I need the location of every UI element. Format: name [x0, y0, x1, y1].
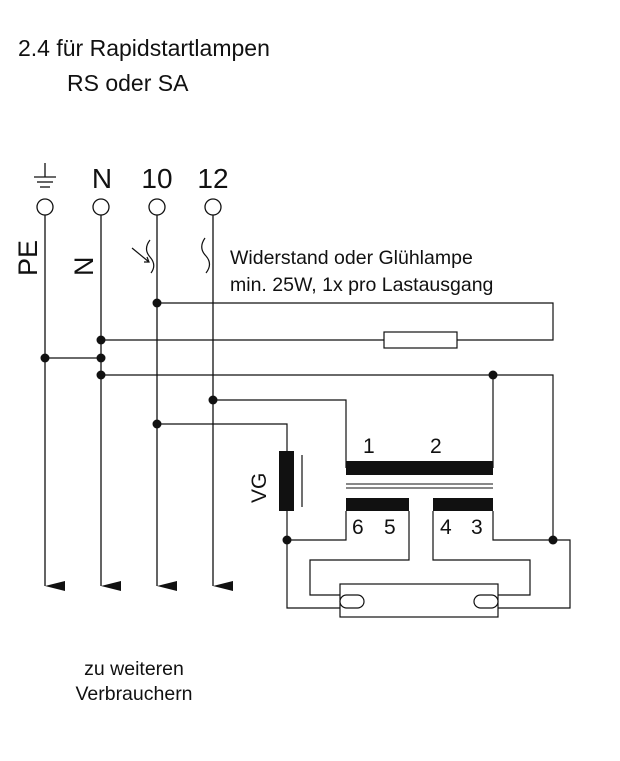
ac-tilde-icon [201, 237, 211, 274]
pin-2-label: 2 [430, 435, 442, 458]
n-supply-wire [101, 374, 554, 540]
junction-dot [152, 298, 162, 308]
vg-out-wire [286, 510, 340, 609]
dimmer-switch-icon [131, 239, 155, 274]
vg-label: VG [248, 473, 271, 503]
footer-line2: Verbrauchern [75, 683, 192, 705]
junction-dot [152, 419, 162, 429]
junction-dot [96, 335, 106, 345]
terminal-n-connector [92, 198, 110, 216]
junction-dot [96, 353, 106, 363]
resistor [383, 331, 458, 349]
earth-icon [34, 163, 56, 188]
terminal-10-label: 10 [141, 163, 172, 194]
terminal-10-connector [148, 198, 166, 216]
terminal-12-label: 12 [197, 163, 228, 194]
pin6-wire [287, 511, 347, 541]
vg-choke-coil [279, 451, 294, 511]
pin-6-label: 6 [352, 516, 364, 539]
terminal-n-label: N [92, 163, 112, 194]
lamp-filament-left [339, 594, 365, 609]
pin1-wire [213, 399, 347, 468]
footer-line1: zu weiteren [84, 658, 184, 680]
pin3-wire [492, 511, 571, 609]
pin-1-label: 1 [363, 435, 375, 458]
n-conductor-label: N [69, 257, 99, 277]
vg-feed-wire [157, 423, 288, 451]
terminal-pe-connector [36, 198, 54, 216]
resistor-note-line1: Widerstand oder Glühlampe [230, 247, 473, 269]
pin5-wire [309, 511, 410, 596]
pin4-wire [432, 511, 531, 596]
diagram-title-line2: RS oder SA [67, 70, 189, 96]
pe-conductor-label: PE [13, 240, 43, 276]
pin-5-label: 5 [384, 516, 396, 539]
resistor-circuit [101, 302, 554, 341]
junction-dot [488, 370, 498, 380]
pin-3-label: 3 [471, 516, 483, 539]
junction-dot [96, 370, 106, 380]
junction-dot [282, 535, 292, 545]
terminal-12-connector [204, 198, 222, 216]
junction-dot [548, 535, 558, 545]
heater-winding-right [433, 498, 493, 511]
junction-dot [208, 395, 218, 405]
lamp-filament-right [473, 594, 499, 609]
resistor-note-line2: min. 25W, 1x pro Lastausgang [230, 274, 493, 296]
primary-winding [346, 461, 493, 475]
junction-dot [40, 353, 50, 363]
pin-4-label: 4 [440, 516, 452, 539]
heater-winding-left [346, 498, 409, 511]
diagram-title-line1: 2.4 für Rapidstartlampen [18, 35, 270, 61]
